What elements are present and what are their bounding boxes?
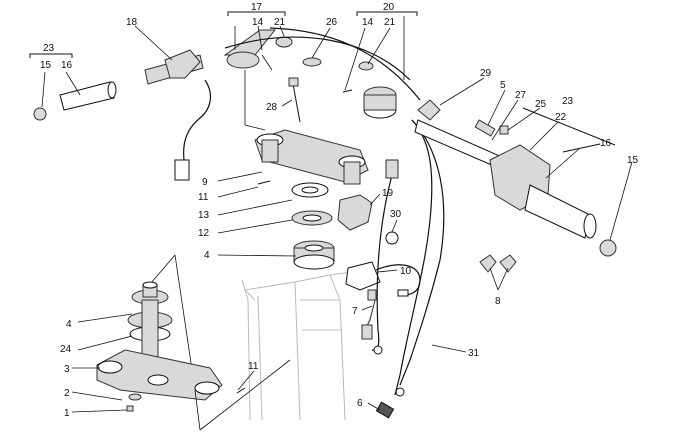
callout-4-lower: 4 [66, 319, 72, 330]
callout-24: 24 [60, 344, 72, 355]
callout-16-left: 16 [61, 60, 73, 71]
callout-26: 26 [326, 17, 338, 28]
callout-14-right: 14 [362, 17, 374, 28]
callout-23-left: 23 [43, 43, 55, 54]
callout-14-left: 14 [252, 17, 264, 28]
callout-15-left: 15 [40, 60, 52, 71]
callout-3: 3 [64, 364, 70, 375]
callout-9: 9 [202, 177, 208, 188]
callout-10: 10 [400, 266, 412, 277]
ignition-switch [337, 194, 421, 340]
callout-18: 18 [126, 17, 138, 28]
bearing-stack [291, 182, 335, 270]
frame-ghost-outline [241, 271, 361, 421]
lower-yoke-assembly [96, 254, 291, 431]
right-handlebar-assembly [358, 61, 617, 273]
callout-29: 29 [480, 68, 492, 79]
throttle-cables [224, 27, 445, 419]
callout-labels: 18 23 15 16 17 14 21 26 20 14 21 29 5 27… [40, 2, 639, 419]
leader-lines [41, 16, 633, 413]
callout-7: 7 [352, 306, 358, 317]
callout-2: 2 [64, 388, 70, 399]
callout-4-upper: 4 [204, 250, 210, 261]
callout-11-lower: 11 [248, 361, 259, 372]
callout-22: 22 [555, 112, 567, 123]
callout-19: 19 [382, 188, 394, 199]
callout-15-right: 15 [627, 155, 639, 166]
callout-1: 1 [64, 408, 70, 419]
callout-17: 17 [251, 2, 263, 13]
bolts [126, 57, 353, 412]
callout-12: 12 [198, 228, 210, 239]
callout-5: 5 [500, 80, 506, 91]
callout-21-right: 21 [384, 17, 396, 28]
callout-23-right: 23 [562, 96, 574, 107]
callout-13: 13 [198, 210, 210, 221]
callout-31: 31 [468, 348, 480, 359]
callout-11-upper: 11 [198, 192, 209, 203]
callout-25: 25 [535, 99, 547, 110]
callout-6: 6 [357, 398, 363, 409]
callout-27: 27 [515, 90, 527, 101]
callout-28: 28 [266, 102, 278, 113]
group-brackets [29, 11, 616, 153]
callout-20: 20 [383, 2, 395, 13]
callout-16-right: 16 [600, 138, 612, 149]
callout-30: 30 [390, 209, 402, 220]
callout-8: 8 [495, 296, 501, 307]
upper-triple-clamp [244, 70, 369, 185]
left-handlebar-assembly [33, 29, 293, 181]
callout-21-left: 21 [274, 17, 286, 28]
